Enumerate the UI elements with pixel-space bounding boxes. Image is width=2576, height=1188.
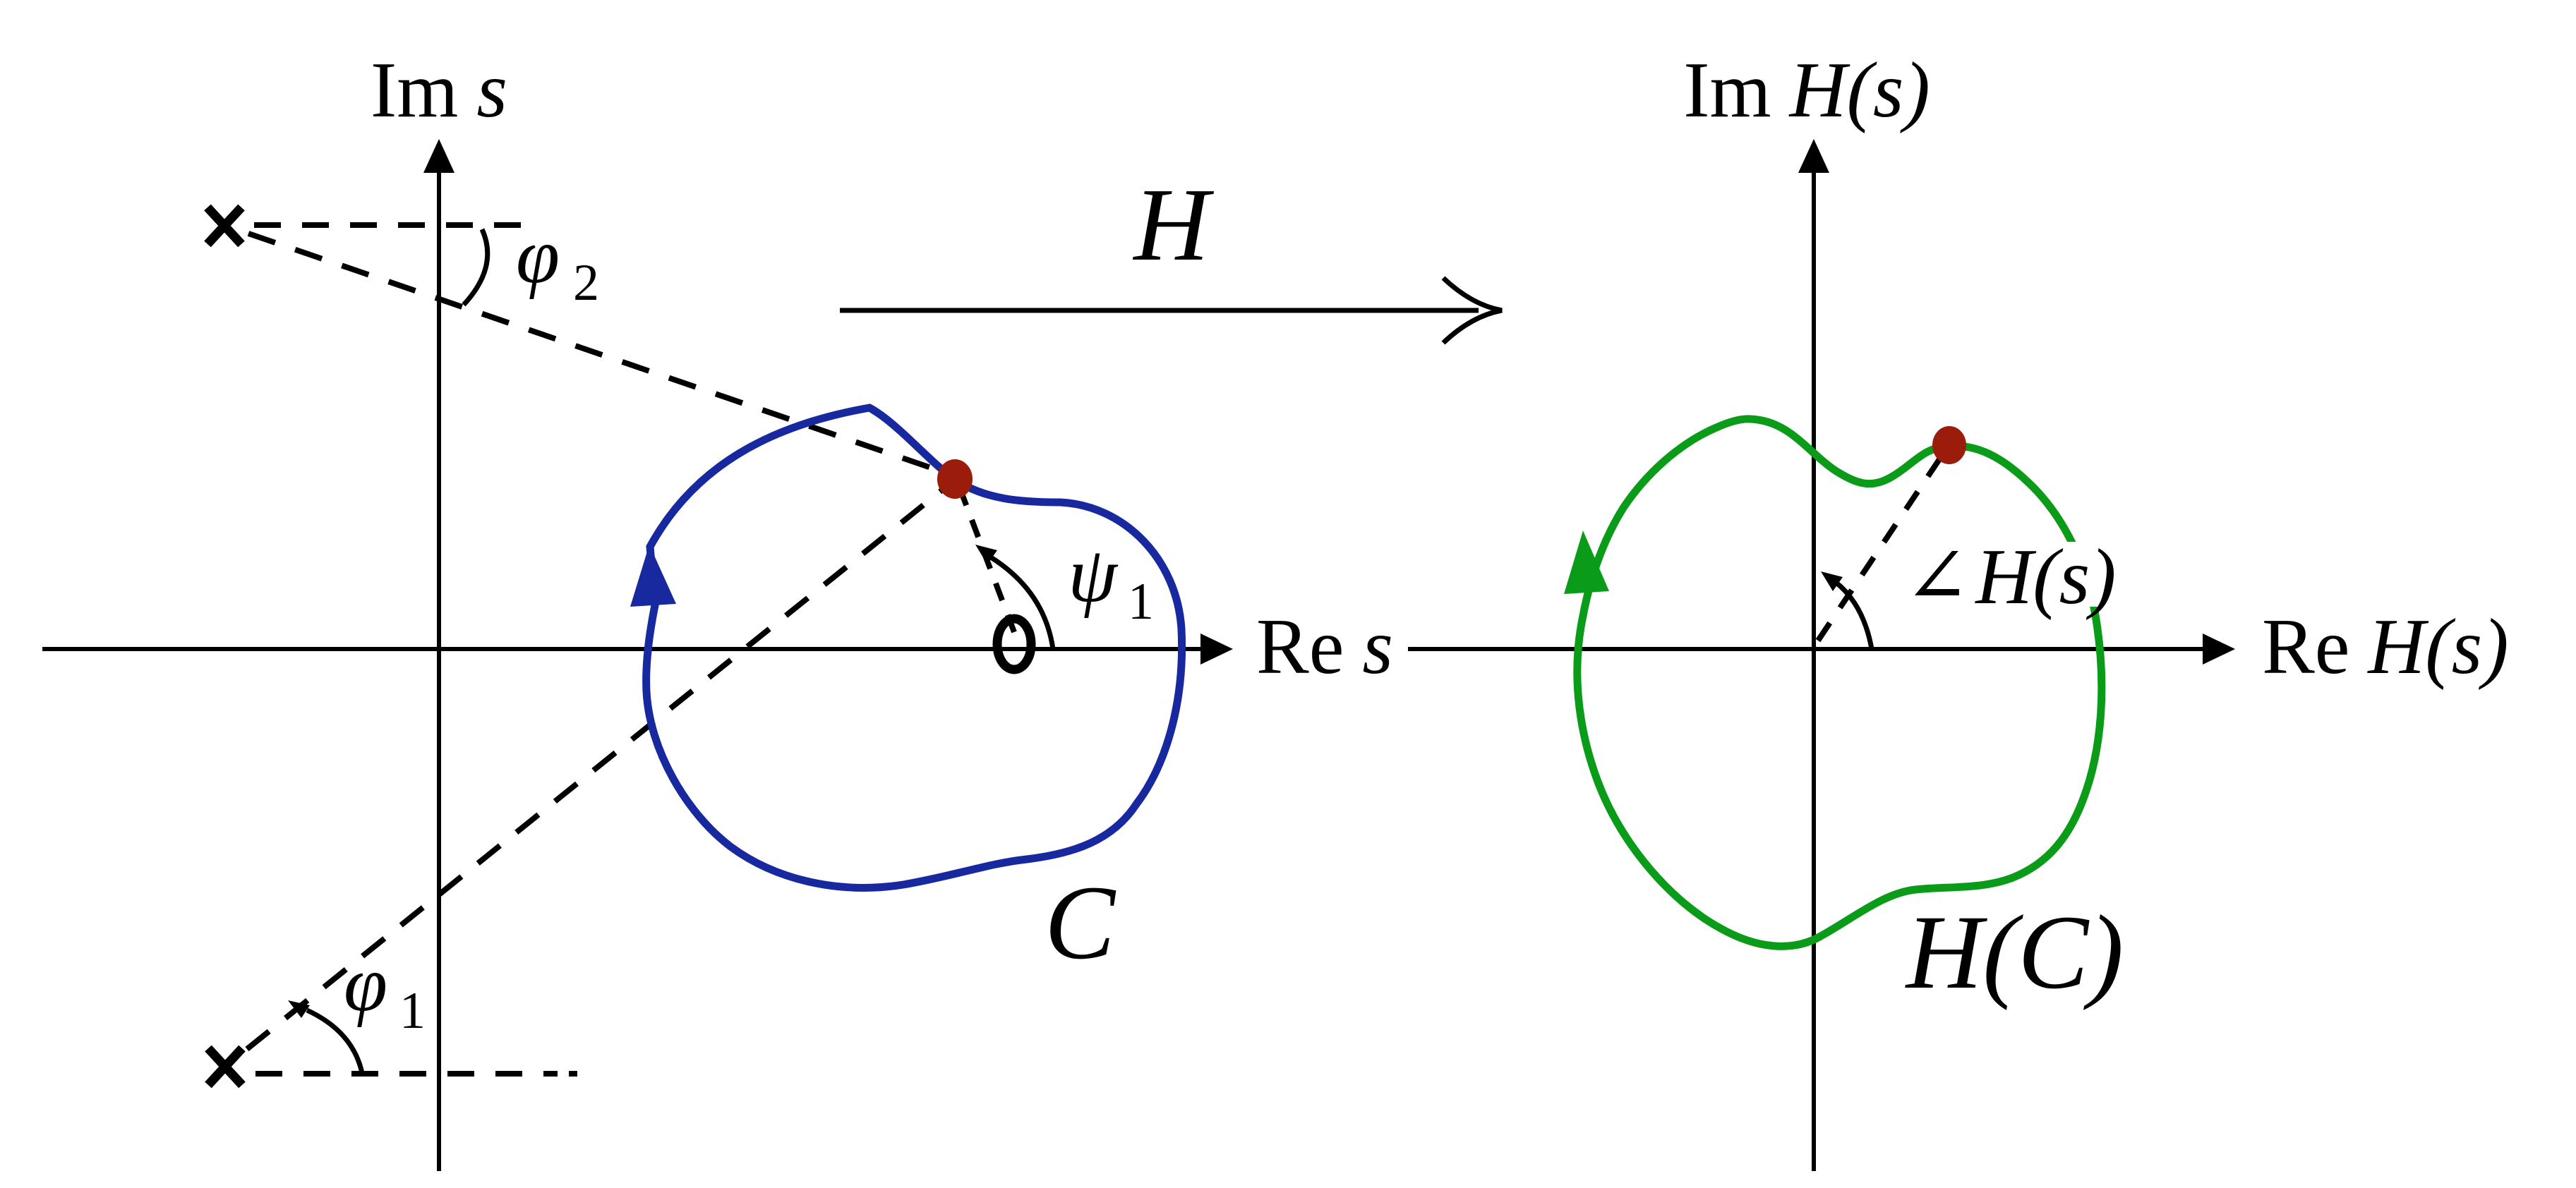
- svg-text:2: 2: [573, 254, 599, 312]
- sample-point-s: [937, 459, 973, 499]
- svg-text:ψ: ψ: [1068, 531, 1119, 619]
- im-s-axis-arrowhead-icon: [423, 139, 455, 173]
- svg-text:1: 1: [1128, 573, 1154, 631]
- contour-c-path: [642, 404, 1186, 892]
- phi2-angle-arc: [462, 228, 490, 307]
- re-hs-axis-arrowhead-icon: [2203, 634, 2235, 665]
- contour-hc-label: H(C): [1905, 894, 2124, 1011]
- contour-hc-direction-arrowhead-icon: [1564, 531, 1609, 594]
- pole-marker-lower: [205, 1045, 246, 1089]
- phi1-arc-arrowhead-icon: [288, 1000, 310, 1018]
- contour-c-direction-arrowhead-icon: [630, 545, 676, 607]
- pole1-to-point-dashed-line: [245, 480, 953, 1052]
- psi1-label: ψ 1: [1068, 531, 1154, 631]
- angle-hs-arc: [1834, 581, 1874, 650]
- pole-marker-upper: [204, 204, 245, 248]
- map-function-label: H: [1133, 167, 1215, 283]
- mapping-arrow: H: [840, 167, 1503, 345]
- angle-hs-arc-arrowhead-icon: [1821, 571, 1843, 591]
- psi1-angle-arc: [989, 555, 1056, 650]
- re-s-axis-arrowhead-icon: [1200, 634, 1233, 665]
- svg-text:φ: φ: [344, 940, 387, 1028]
- contour-hc-path: [1573, 415, 2106, 950]
- contour-c-label: C: [1045, 864, 1117, 981]
- phi1-label: φ 1: [344, 940, 426, 1040]
- psi1-arc-arrowhead-icon: [975, 545, 997, 564]
- im-hs-axis-arrowhead-icon: [1798, 139, 1829, 173]
- svg-text:φ: φ: [516, 212, 560, 300]
- label-knockout: [2041, 542, 2106, 607]
- sample-point-hs: [1932, 426, 1966, 464]
- pole2-to-point-dashed-line: [247, 231, 953, 478]
- svg-text:1: 1: [399, 982, 426, 1040]
- phi2-label: φ 2: [516, 212, 599, 312]
- angle-hs-label: ∠H(s): [1904, 533, 2117, 621]
- phi1-angle-arc: [306, 1007, 365, 1074]
- zero-marker: [992, 614, 1036, 674]
- map-arrow-head-icon: [1441, 276, 1503, 345]
